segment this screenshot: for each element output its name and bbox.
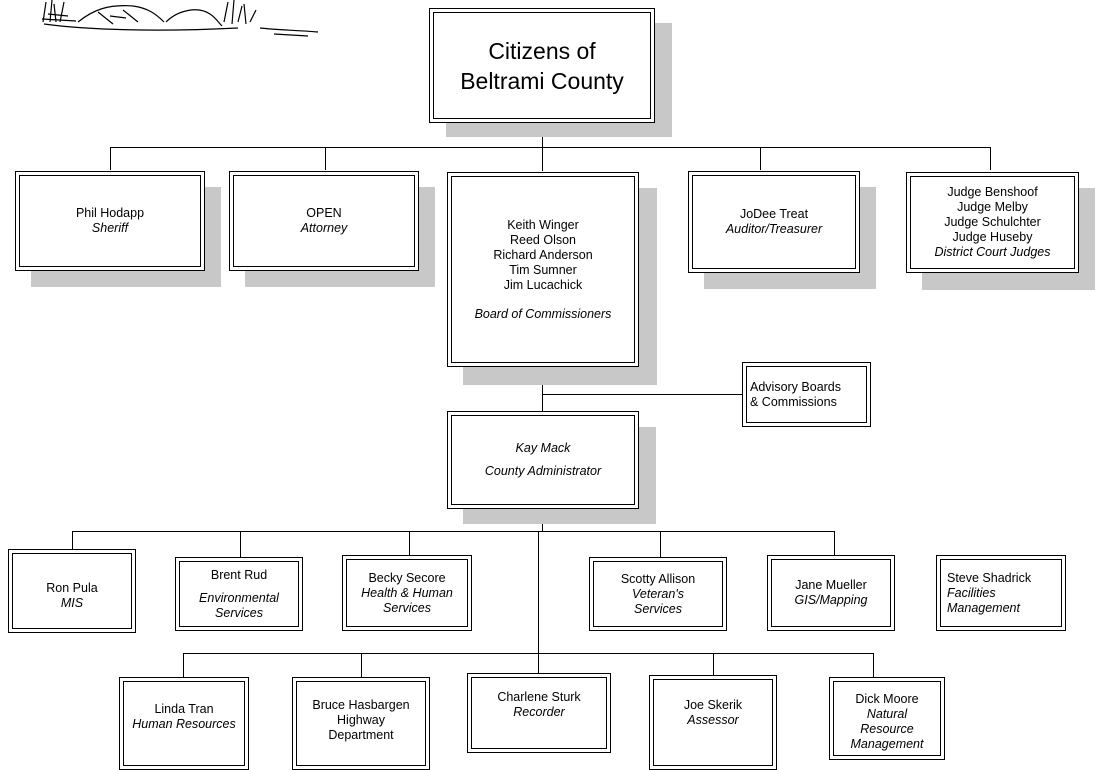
citizens-line1: Citizens of [488, 37, 596, 64]
connector [325, 147, 326, 170]
connector [538, 653, 539, 673]
recorder-box: Charlene Sturk Recorder [467, 673, 611, 753]
advisory-box: Advisory Boards & Commissions [742, 362, 871, 427]
sheriff-title: Sheriff [91, 221, 129, 235]
judges-title: District Court Judges [934, 245, 1051, 259]
commissioner-name: Richard Anderson [493, 247, 593, 262]
gis-box: Jane Mueller GIS/Mapping [767, 555, 895, 631]
assessor-title: Assessor [687, 713, 739, 727]
assessor-name: Joe Skerik [683, 698, 743, 712]
health-title: Health & Human Services [361, 585, 453, 615]
connector [542, 367, 543, 411]
veterans-name: Scotty Allison [620, 571, 696, 586]
sheriff-box: Phil Hodapp Sheriff [15, 171, 205, 271]
gis-name: Jane Mueller [795, 578, 867, 592]
attorney-name: OPEN [306, 206, 342, 220]
hr-box: Linda Tran Human Resources [119, 677, 249, 770]
connector [538, 531, 539, 653]
commissioner-name: Jim Lucachick [503, 277, 583, 292]
advisory-line2: & Commissions [750, 394, 837, 409]
connector [72, 531, 834, 532]
mis-name: Ron Pula [46, 581, 98, 595]
commissioner-name: Tim Sumner [509, 262, 577, 277]
connector [990, 147, 991, 170]
highway-name: Bruce Hasbargen [312, 698, 410, 712]
mis-title: MIS [60, 596, 84, 610]
attorney-box: OPEN Attorney [229, 171, 419, 271]
recorder-title: Recorder [513, 705, 565, 719]
sheriff-name: Phil Hodapp [75, 206, 145, 220]
highway-title: Highway Department [328, 713, 394, 742]
hr-title: Human Resources [132, 717, 236, 731]
connector [713, 653, 714, 675]
advisory-line1: Advisory Boards [750, 379, 842, 394]
auditor-title: Auditor/Treasurer [725, 222, 823, 236]
auditor-name: JoDee Treat [739, 207, 809, 221]
auditor-box: JoDee Treat Auditor/Treasurer [688, 171, 860, 273]
recorder-name: Charlene Sturk [497, 690, 581, 704]
environmental-box: Brent Rud Environmental Services [175, 557, 303, 631]
hr-name: Linda Tran [154, 702, 214, 716]
gis-title: GIS/Mapping [794, 593, 868, 607]
connector [542, 394, 742, 395]
connector [240, 531, 241, 557]
facilities-box: Steve Shadrick Facilities Management [936, 555, 1066, 631]
administrator-title: County Administrator [484, 464, 602, 478]
facilities-title: Facilities Management [947, 585, 1020, 615]
judge-name: Judge Schulchter [944, 215, 1041, 229]
connector [361, 653, 362, 677]
nrm-title: Natural Resource Management [850, 707, 924, 751]
judge-name: Judge Melby [957, 200, 1028, 214]
commissioners-box: Keith Winger Reed Olson Richard Anderson… [447, 172, 639, 367]
health-name: Becky Secore [368, 570, 446, 585]
veterans-box: Scotty Allison Veteran's Services [589, 557, 727, 631]
commissioners-title: Board of Commissioners [474, 306, 612, 321]
connector [72, 531, 73, 549]
environmental-title: Environmental Services [199, 590, 279, 620]
connector [542, 147, 543, 171]
environmental-name: Brent Rud [210, 567, 268, 582]
connector [873, 653, 874, 677]
health-box: Becky Secore Health & Human Services [342, 555, 472, 631]
judge-name: Judge Huseby [952, 230, 1033, 244]
attorney-title: Attorney [300, 221, 348, 235]
commissioner-name: Reed Olson [509, 232, 576, 247]
connector [183, 653, 184, 677]
mis-box: Ron Pula MIS [8, 549, 136, 633]
nrm-box: Dick Moore Natural Resource Management [829, 677, 945, 760]
judges-box: Judge Benshoof Judge Melby Judge Schulch… [906, 172, 1079, 273]
connector [110, 147, 990, 148]
nrm-name: Dick Moore [855, 692, 919, 706]
connector [834, 531, 835, 555]
highway-box: Bruce Hasbargen Highway Department [292, 677, 430, 770]
marsh-sketch-icon [41, 0, 319, 37]
connector [183, 653, 873, 654]
commissioner-name: Keith Winger [507, 217, 579, 232]
assessor-box: Joe Skerik Assessor [649, 675, 777, 770]
facilities-name: Steve Shadrick [947, 570, 1032, 585]
connector [409, 531, 410, 555]
administrator-name: Kay Mack [515, 441, 571, 455]
veterans-title: Veteran's Services [632, 586, 684, 616]
connector [110, 147, 111, 170]
connector [760, 147, 761, 170]
citizens-box: Citizens of Beltrami County [429, 8, 655, 123]
citizens-line2: Beltrami County [460, 67, 624, 94]
connector [660, 531, 661, 557]
judge-name: Judge Benshoof [947, 185, 1038, 199]
administrator-box: Kay Mack County Administrator [447, 411, 639, 509]
